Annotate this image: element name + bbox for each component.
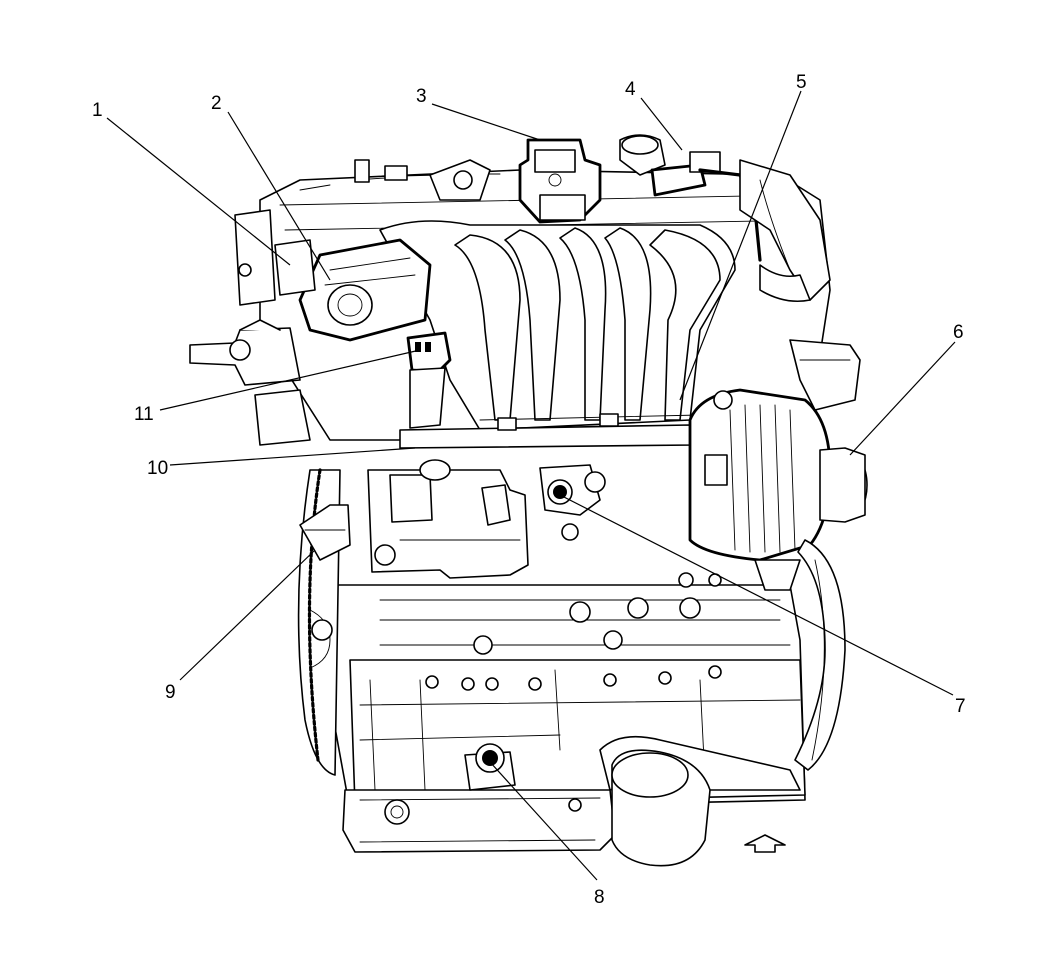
- leader-3: [431, 103, 541, 141]
- callout-6: 6: [953, 322, 964, 343]
- component-8-oil-sensor: [464, 743, 516, 791]
- component-7-oil-pressure-sensor: [539, 464, 606, 516]
- engine-mount-right: [789, 339, 861, 411]
- callout-7: 7: [955, 696, 966, 717]
- alternator: [688, 388, 868, 591]
- leader-1: [106, 117, 291, 266]
- component-3-top-sensor: [518, 138, 602, 224]
- callout-10: 10: [147, 458, 168, 479]
- component-1-sensor: [274, 239, 316, 296]
- oil-filter: [611, 749, 711, 867]
- leader-10: [169, 447, 416, 466]
- callout-4: 4: [625, 79, 636, 100]
- intake-manifold: [379, 220, 736, 449]
- bracket-left: [299, 504, 351, 561]
- leader-7: [559, 494, 954, 696]
- leader-2: [227, 111, 331, 281]
- component-4-sensor: [619, 134, 762, 262]
- leader-8: [489, 761, 598, 881]
- leader-5: [679, 90, 802, 401]
- component-5-hose: [739, 159, 831, 303]
- leader-11: [159, 349, 421, 411]
- up-arrow-icon: [744, 834, 786, 853]
- callout-9: 9: [165, 682, 176, 703]
- leader-6: [849, 341, 956, 456]
- component-11-map-sensor: [406, 331, 452, 429]
- callout-3: 3: [416, 86, 427, 107]
- callout-1: 1: [92, 100, 103, 121]
- crank-pulley: [794, 539, 846, 771]
- leader-4: [640, 97, 683, 151]
- callout-8: 8: [594, 887, 605, 908]
- callout-5: 5: [796, 72, 807, 93]
- callout-2: 2: [211, 93, 222, 114]
- callout-labels: 1 2 3 4 5 6 7 8 9 10 11: [92, 72, 966, 908]
- component-2-throttle-body: [298, 238, 432, 342]
- coolant-outlet: [189, 209, 311, 446]
- leader-lines: [106, 90, 956, 881]
- leader-9: [179, 549, 316, 681]
- callout-11: 11: [134, 404, 154, 425]
- starter-motor: [367, 459, 529, 579]
